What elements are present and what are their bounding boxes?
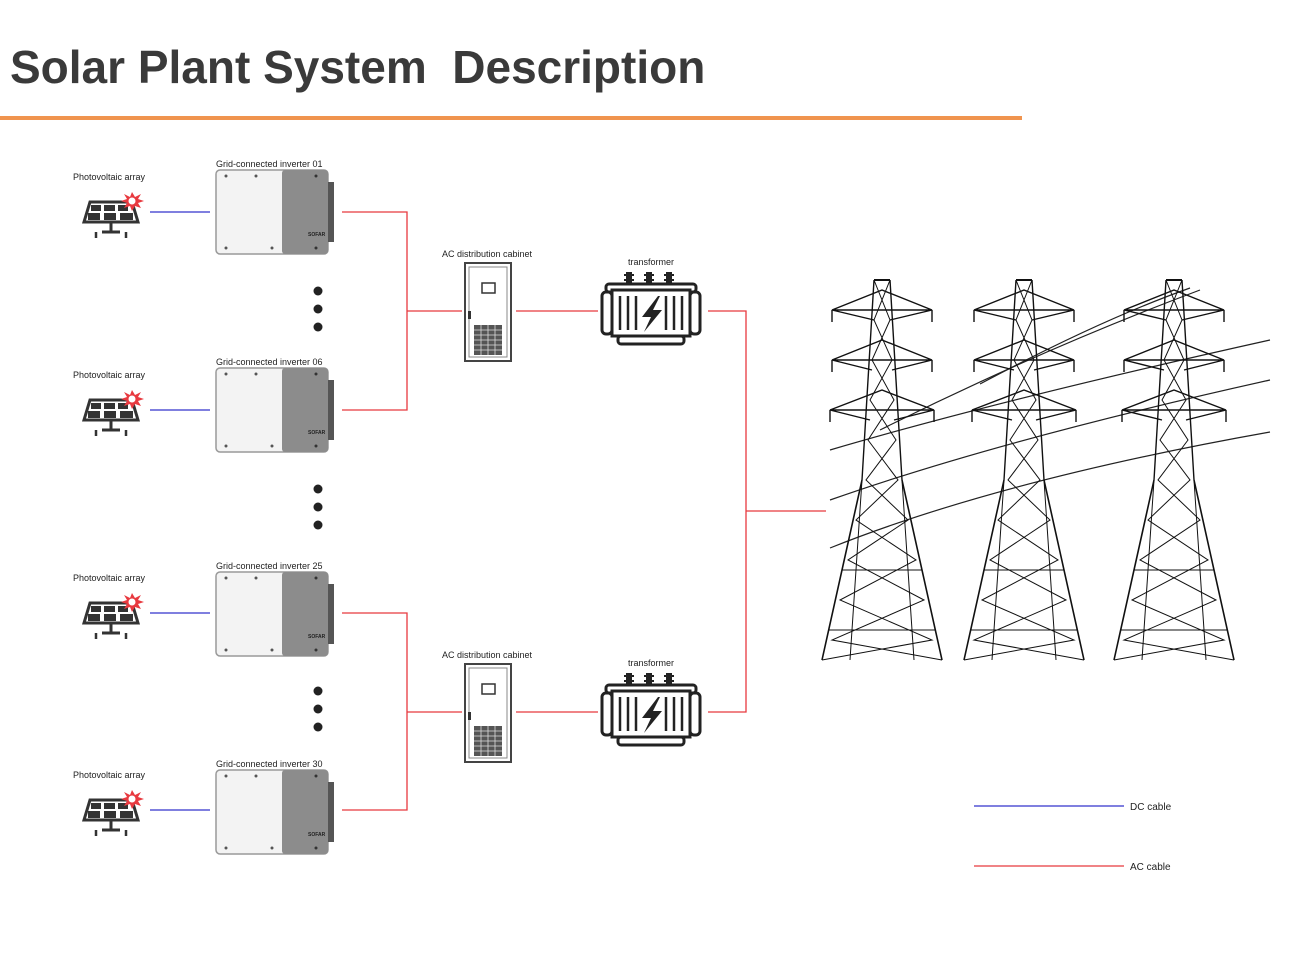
inverter-icon [215,769,335,855]
inverter-label-2: Grid-connected inverter 06 [216,357,323,367]
solar-panel-icon [82,388,146,438]
inverter-label-1: Grid-connected inverter 01 [216,159,323,169]
solar-panel-icon [82,591,146,641]
transformer-label-2: transformer [628,658,674,668]
cabinet-label-1: AC distribution cabinet [442,249,533,259]
legend-dc-label: DC cable [1130,802,1172,813]
inverter-label-4: Grid-connected inverter 30 [216,759,323,769]
transmission-towers-icon [821,279,1271,661]
inverter-icon [215,169,335,255]
cabinet-label-2: AC distribution cabinet [442,650,533,660]
legend-ac-label: AC cable [1130,862,1171,873]
pv-label-4: Photovoltaic array [73,770,146,780]
pv-label-3: Photovoltaic array [73,573,146,583]
page-title: Solar Plant System Description [10,41,706,93]
ellipsis-dots [313,286,323,732]
solar-panel-icon [82,788,146,838]
inverter-icon [215,571,335,657]
ac-cable [342,211,826,811]
inverter-icon [215,367,335,453]
inverter-label-3: Grid-connected inverter 25 [216,561,323,571]
transformer-icon [600,270,702,346]
transformer-icon [600,671,702,747]
ac-cabinet-icon [464,663,512,763]
solar-panel-icon [82,190,146,240]
title-underline [0,116,1022,120]
transformer-label-1: transformer [628,257,674,267]
ac-cabinet-icon [464,262,512,362]
pv-label-1: Photovoltaic array [73,172,146,182]
pv-label-2: Photovoltaic array [73,370,146,380]
